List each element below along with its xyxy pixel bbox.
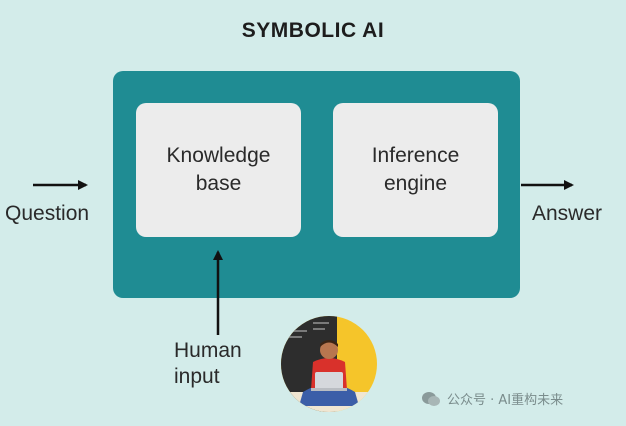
human-input-label: Human input bbox=[174, 339, 242, 388]
person-icon bbox=[281, 316, 377, 412]
watermark-text: 公众号 · AI重构未来 bbox=[447, 393, 564, 408]
knowledge-base-box: Knowledge base bbox=[136, 103, 301, 237]
answer-label: Answer bbox=[532, 202, 603, 225]
person-with-laptop-avatar bbox=[279, 314, 379, 414]
watermark: 公众号 · AI重构未来 bbox=[421, 389, 563, 408]
question-label: Question bbox=[5, 202, 90, 225]
diagram-title: SYMBOLIC AI bbox=[241, 19, 385, 42]
inference-engine-label: Inference engine bbox=[371, 144, 460, 195]
inference-engine-box: Inference engine bbox=[333, 103, 498, 237]
knowledge-base-label: Knowledge base bbox=[166, 144, 271, 195]
wechat-icon bbox=[422, 391, 440, 406]
